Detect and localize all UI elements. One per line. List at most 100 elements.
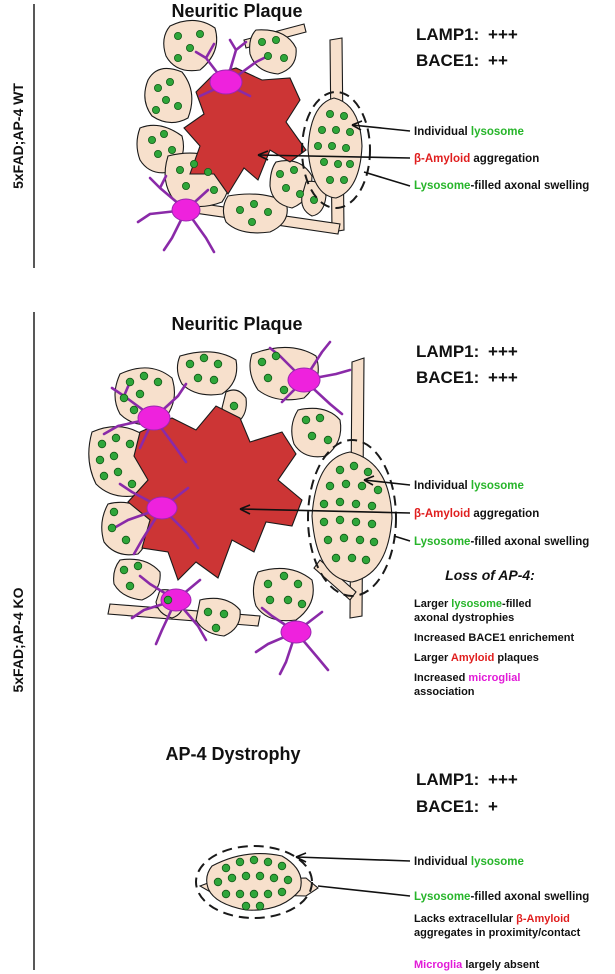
lysosome-dot xyxy=(279,571,289,581)
lysosome-dot xyxy=(175,165,184,174)
dashed-swelling-outline xyxy=(195,845,313,919)
dystrophy-label: Microglia largely absent xyxy=(414,959,540,971)
lysosome-dot xyxy=(203,167,212,176)
lysosome-dot xyxy=(249,855,259,865)
highlight-magenta: Microglia xyxy=(414,959,463,971)
lysosome-dot xyxy=(263,889,273,899)
highlight-green: Lysosome xyxy=(414,891,470,903)
loss-item-line: Larger lysosome-filled xyxy=(414,598,531,610)
lysosome-dot xyxy=(133,561,143,571)
highlight-red: β-Amyloid xyxy=(516,913,570,925)
lysosome-dot xyxy=(263,579,273,589)
lysosome-dot xyxy=(255,901,265,911)
lysosome-dot xyxy=(153,377,163,387)
lysosome-dot xyxy=(193,373,203,383)
svg-text:BACE1: ++: BACE1: ++ xyxy=(416,51,508,70)
loss-list: Larger lysosome-filled axonal dystrophies… xyxy=(414,598,575,698)
pointer-lysosome xyxy=(351,124,411,132)
loss-item: Larger lysosome-filled axonal dystrophies xyxy=(414,598,531,624)
dystrophy-title: AP-4 Dystrophy xyxy=(165,744,300,764)
dystrophy-illustration xyxy=(195,845,319,919)
svg-text:LAMP1: +++: LAMP1: +++ xyxy=(416,25,518,44)
lysosome-dot xyxy=(265,595,275,605)
lysosome-dots-dystrophy xyxy=(213,855,293,911)
label-text: aggregates in proximity/contact xyxy=(414,927,581,939)
lysosome-dot xyxy=(317,126,326,135)
loss-item-line: Increased BACE1 enrichement xyxy=(414,632,575,644)
lysosome-dot xyxy=(263,857,273,867)
lysosome-dot xyxy=(345,159,354,168)
lysosome-dot xyxy=(319,517,329,527)
markers-dystrophy: LAMP1: +++ BACE1: + xyxy=(416,770,518,816)
lysosome-dot xyxy=(295,189,304,198)
lysosome-dot xyxy=(235,205,244,214)
markers-wt: LAMP1: +++ BACE1: ++ xyxy=(416,25,518,70)
lysosome-dot xyxy=(319,499,329,509)
lysosome-dot xyxy=(367,519,377,529)
loss-item: Increased BACE1 enrichement xyxy=(414,632,575,644)
dystrophy-label: Lysosome-filled axonal swelling xyxy=(414,891,589,903)
marker-level: + xyxy=(488,797,498,816)
label-swelling: Lysosome-filled axonal swelling xyxy=(414,180,589,192)
loss-item-line: Increased microglial xyxy=(414,672,520,684)
lysosome-dot xyxy=(139,371,149,381)
lysosome-dot xyxy=(195,29,204,38)
lysosome-dot xyxy=(313,141,322,150)
lysosome-dot xyxy=(297,599,307,609)
label-amyloid: β-Amyloid aggregation xyxy=(414,508,539,520)
lysosome-dot xyxy=(211,623,221,633)
label-amyloid: β-Amyloid aggregation xyxy=(414,153,539,165)
labels-ko: Individual lysosome β-Amyloid aggregatio… xyxy=(414,480,589,548)
pointer-lysosome xyxy=(363,479,411,486)
lysosome-dot xyxy=(147,135,156,144)
lysosome-dot xyxy=(347,553,357,563)
lysosome-dot xyxy=(221,863,231,873)
label-text: plaques xyxy=(494,652,539,664)
arrow-lysosome xyxy=(351,120,363,131)
label-text: Increased xyxy=(414,672,468,684)
label-text: Individual xyxy=(414,480,471,492)
label-text: Larger xyxy=(414,652,451,664)
lysosome-dot xyxy=(167,145,176,154)
highlight-green: Lysosome xyxy=(414,180,470,192)
lysosome-dot xyxy=(213,359,223,369)
lysosome-dots-ko xyxy=(95,351,383,633)
marker-level: +++ xyxy=(488,342,518,361)
lysosome-dot xyxy=(345,127,354,136)
lysosome-dot xyxy=(367,501,377,511)
label-lysosome: Individual lysosome xyxy=(414,480,524,492)
lysosome-dot xyxy=(333,159,342,168)
lysosome-dot xyxy=(185,44,194,53)
arrow-amyloid xyxy=(239,504,251,515)
pointer-swelling xyxy=(317,885,411,897)
lysosome-dot xyxy=(351,517,361,527)
label-text: largely absent xyxy=(462,959,539,971)
loss-item-line: axonal dystrophies xyxy=(414,612,514,624)
lysosome-dot xyxy=(95,455,105,465)
loss-item: Larger Amyloid plaques xyxy=(414,652,539,664)
amyloid-plaque xyxy=(183,67,307,196)
lysosome-dot xyxy=(281,183,290,192)
lysosome-dot xyxy=(135,389,145,399)
lysosome-dot xyxy=(279,54,288,63)
highlight-green: lysosome xyxy=(471,480,524,492)
lysosome-dot xyxy=(341,143,350,152)
lysosome-dot xyxy=(339,175,348,184)
lysosome-dot xyxy=(335,515,345,525)
lysosome-dot xyxy=(315,413,325,423)
marker-name: BACE1: xyxy=(416,51,479,70)
lysosome-dot xyxy=(351,499,361,509)
highlight-green: lysosome xyxy=(471,126,524,138)
marker-name: LAMP1: xyxy=(416,770,479,789)
dystrophy-label-line: Lacks extracellular β-Amyloid xyxy=(414,913,570,925)
axonal-swelling xyxy=(311,451,393,583)
label-text: aggregation xyxy=(470,153,539,165)
label-text: -filled axonal swelling xyxy=(470,891,589,903)
lysosome-dot xyxy=(125,377,135,387)
lysosome-dot xyxy=(119,565,129,575)
lysosome-dot xyxy=(319,157,328,166)
lysosome-dot xyxy=(255,871,265,881)
lysosome-dot xyxy=(173,102,182,111)
lysosome-dot xyxy=(151,106,160,115)
